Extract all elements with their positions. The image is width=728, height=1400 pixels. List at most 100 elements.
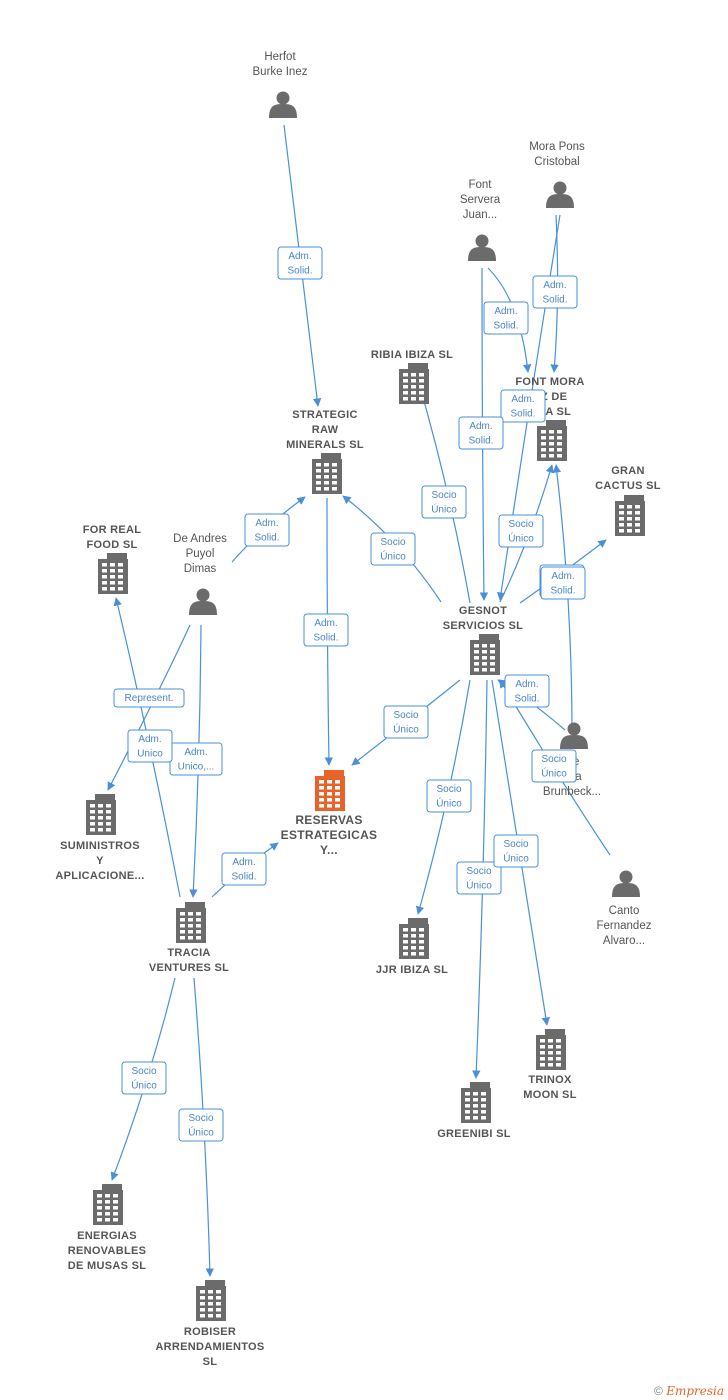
edge-label-tracia-to-reservas[interactable]: Adm. Solid. [221,852,267,886]
edge-label-mora-to-gesnot[interactable]: Adm. Solid. [500,389,546,423]
node-label-line: GRAN [611,465,645,477]
node-label-line: Dimas [184,563,217,575]
edge-label-text: Socio [541,754,566,765]
edge-label-text: Único [188,1126,214,1139]
node-label-line: Alvaro... [603,935,645,947]
person-icon [468,234,496,261]
node-label-line: VENTURES SL [149,962,229,974]
edge-label-text: Adm. [511,394,534,405]
node-label-line: Canto [609,905,640,917]
edge-label-herfot-to-strategic[interactable]: Adm. Solid. [277,246,323,280]
edge-label-deandres-to-tracia[interactable]: Adm.Unico,... [169,742,223,776]
edge-label-text: Solid. [313,633,338,644]
edge-label-text: Socio [431,490,456,501]
edge-label-text: Solid. [231,872,256,883]
edge-label-text: Adm. [138,734,161,745]
copyright-icon: © [654,1384,663,1398]
node-canto[interactable]: CantoFernandezAlvaro... [597,870,652,948]
building-icon [93,1184,123,1225]
edge-label-brunbeck-to-gesnot[interactable]: Adm.Solid. [540,566,586,600]
edge-label-text: Socio [393,710,418,721]
node-label-line: Fernandez [597,920,652,932]
node-label-line: Herfot [264,51,296,63]
node-label-line: ROBISER [184,1326,236,1338]
edge-label-deandres-to-strategic[interactable]: Adm.Solid. [244,513,290,547]
node-label-line: Brunbeck... [543,786,601,798]
edge-label-text: Adm. [232,857,255,868]
node-label-line: GESNOT [459,605,507,617]
node-label-line: TRACIA [167,947,210,959]
building-icon [98,553,128,594]
node-greenibi[interactable]: GREENIBI SL [437,1082,511,1140]
edge-label-text: Socio [508,519,533,530]
node-suministros[interactable]: SUMINISTROSYAPLICACIONE... [55,794,144,882]
edge-label-text: Adm. [469,421,492,432]
edge-label-text: Adm. [543,280,566,291]
footer-brand[interactable]: © Empresia [654,1384,724,1398]
node-label-line: Y... [320,843,338,857]
building-icon [196,1280,226,1321]
edge-label-text: Único [508,532,534,545]
node-label-line: Y [96,855,104,867]
edge-label-deandres-to-suministros[interactable]: Represent. [113,688,185,708]
node-label-line: FOR REAL [83,524,142,536]
edge-label-text: Solid. [287,266,312,277]
node-font[interactable]: FontServeraJuan... [460,179,501,261]
edge-label-text: Único [431,503,457,516]
edge-label-text: Solid. [468,436,493,447]
node-tracia[interactable]: TRACIA VENTURES SL [149,902,229,974]
brand-name: Empresia [666,1384,724,1398]
edge-label-text: Único [466,879,492,892]
edge-label-font-to-fontmora[interactable]: Adm.Solid. [483,301,529,335]
building-icon [86,794,116,835]
edge-label-text: Solid. [510,409,535,420]
edge-label-font-to-gesnot[interactable]: Adm. Solid. [458,416,504,450]
node-label-line: MINERALS SL [286,439,364,451]
node-reservas[interactable]: RESERVASESTRATEGICASY... [281,770,378,857]
edge-label-text: Solid. [514,694,539,705]
edge-label-tracia-to-forreal[interactable]: Adm. Unico [127,729,173,763]
node-label-line: APLICACIONE... [55,870,144,882]
edge-label-mora-to-fontmora[interactable]: Adm.Solid. [532,275,578,309]
node-ribia[interactable]: RIBIA IBIZA SL [371,349,453,404]
edge-label-text: Adm. [288,251,311,262]
edge-label-brunbeck-to-fontmora[interactable]: Adm.Solid. [504,674,550,708]
edge-label-text: Unico [137,749,163,760]
edge-label-text: Represent. [125,693,174,704]
edge-label-text: Socio [188,1113,213,1124]
edge-label-text: Adm. [551,571,574,582]
edge-label-strategic-to-reservas[interactable]: Adm.Solid. [303,613,349,647]
edge-label-text: Único [541,767,567,780]
node-jjr[interactable]: JJR IBIZA SL [376,918,448,976]
edge-label-text: Único [503,852,529,865]
edge-label-text: Único [131,1079,157,1092]
building-icon [470,634,500,675]
node-label-line: Juan... [463,209,498,221]
person-icon [189,588,217,615]
person-icon [560,722,588,749]
edge-label-text: Adm. [255,518,278,529]
building-icon [536,1029,566,1070]
building-icon [312,453,342,494]
